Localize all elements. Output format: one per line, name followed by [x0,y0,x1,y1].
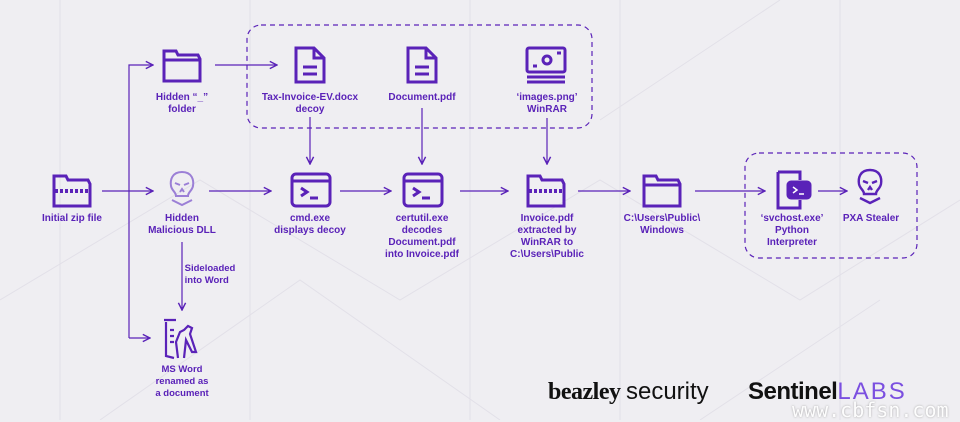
edge-zip-to-folder [128,65,153,338]
node-label-initial-zip: Initial zip file [41,213,103,224]
node-label-public-windows: C:\Users\Public\ Windows [623,213,701,236]
image-icon [525,46,567,84]
node-label-pxa-stealer: PXA Stealer [842,213,900,224]
skull-icon [857,168,883,205]
node-label-images-png: ‘images.png’ WinRAR [516,92,578,115]
node-label-hidden-folder: Hidden “_” folder [155,92,209,115]
sentinel-logo-main: Sentinel [748,378,838,405]
node-label-document-pdf: Document.pdf [388,92,456,103]
document-icon [406,46,438,84]
document-icon [294,46,326,84]
trojan-horse-document-icon [164,318,198,360]
edge-label-sideloaded: Sideloaded into Word [184,263,236,286]
folder-icon [642,174,682,208]
sentinel-logo-sub: LABS [837,378,907,405]
skull-icon [169,170,195,207]
zip-folder-icon [52,174,92,208]
node-label-tax-invoice: Tax-Invoice-EV.docx decoy [261,92,359,115]
terminal-icon [290,172,332,208]
beazley-logo-main: beazley [548,379,621,405]
terminal-icon [402,172,444,208]
beazley-security-logo: beazley security [548,378,709,406]
decoy-group-box [246,24,593,129]
node-label-certutil: certutil.exe decodes Document.pdf into I… [385,213,459,260]
beazley-logo-sub: security [625,378,709,405]
folder-icon [162,49,202,83]
zip-folder-icon [526,174,566,208]
node-label-cmd: cmd.exe displays decoy [274,213,346,236]
payload-group-box [744,152,918,259]
sentinel-labs-logo: SentinelLABS [748,378,907,406]
node-label-invoice: Invoice.pdf extracted by WinRAR to C:\Us… [510,213,584,260]
watermark: www.cbfsn.com [792,398,949,422]
node-label-svchost: ‘svchost.exe’ Python Interpreter [760,213,824,248]
node-label-malicious-dll: Hidden Malicious DLL [148,213,216,236]
python-terminal-icon [776,170,812,210]
node-label-msword: MS Word renamed as a document [155,364,209,399]
